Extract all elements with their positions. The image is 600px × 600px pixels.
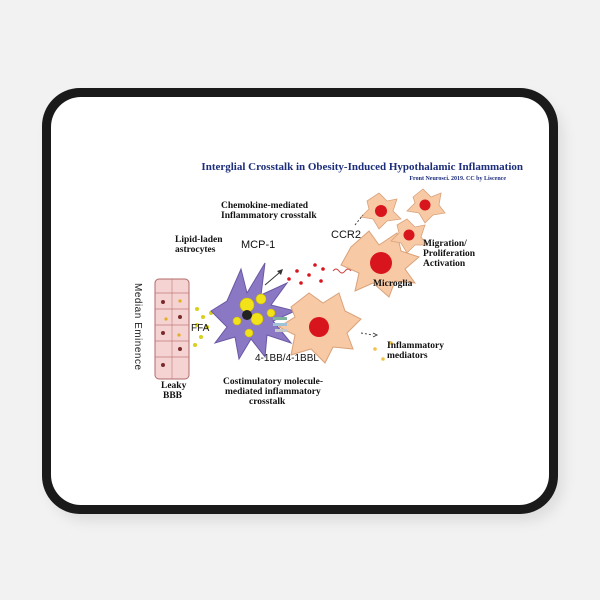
arrow-icon <box>360 332 374 336</box>
label-migration-2: Proliferation <box>423 249 476 259</box>
label-bbb: BBB <box>163 391 183 401</box>
chemokine-dots <box>287 263 325 285</box>
label-leaky: Leaky <box>161 381 187 391</box>
label-lipid-2: astrocytes <box>175 245 216 255</box>
label-lipid-1: Lipid-laden <box>175 235 223 245</box>
mouse-pad-surface: Interglial Crosstalk in Obesity-Induced … <box>51 97 549 505</box>
label-chemokine-1: Chemokine-mediated <box>221 201 309 211</box>
receptor-icon <box>273 317 287 332</box>
ffa-particles <box>193 307 213 347</box>
label-mcp1: MCP-1 <box>241 239 276 251</box>
wavy-arrow-icon <box>332 268 352 274</box>
label-microglia: Microglia <box>373 279 413 289</box>
label-4-1bb: 4-1BB/4-1BBL <box>255 353 319 364</box>
label-migration-3: Activation <box>423 259 466 269</box>
label-ffa: FFA <box>191 323 210 334</box>
label-costim-2: mediated inflammatory <box>225 387 321 397</box>
diagram-artwork <box>154 188 446 380</box>
microglia-cell <box>340 230 420 298</box>
label-costim-1: Costimulatory molecule- <box>223 377 323 387</box>
microglia-cell-lower <box>277 292 362 364</box>
label-chemokine-2: Inflammatory crosstalk <box>221 211 317 221</box>
label-inflammatory-1: Inflammatory <box>387 341 444 351</box>
microglia-small-3 <box>390 218 428 254</box>
astrocyte-cell <box>210 262 297 361</box>
label-median-eminence: Median Eminence <box>132 283 143 371</box>
mouse-pad: Interglial Crosstalk in Obesity-Induced … <box>42 88 558 514</box>
label-costim-3: crosstalk <box>249 397 286 407</box>
microglia-small-1 <box>360 192 402 230</box>
blood-vessel <box>154 278 190 380</box>
inflammatory-mediator-dots <box>373 341 393 361</box>
microglia-small-2 <box>406 188 446 224</box>
diagram-title: Interglial Crosstalk in Obesity-Induced … <box>201 161 523 173</box>
arrow-icon <box>264 272 280 286</box>
label-ccr2: CCR2 <box>331 229 361 241</box>
label-migration-1: Migration/ <box>423 239 467 249</box>
diagram-subtitle: Front Neurosci. 2019. CC by Liscence <box>409 176 506 182</box>
label-inflammatory-2: mediators <box>387 351 428 361</box>
